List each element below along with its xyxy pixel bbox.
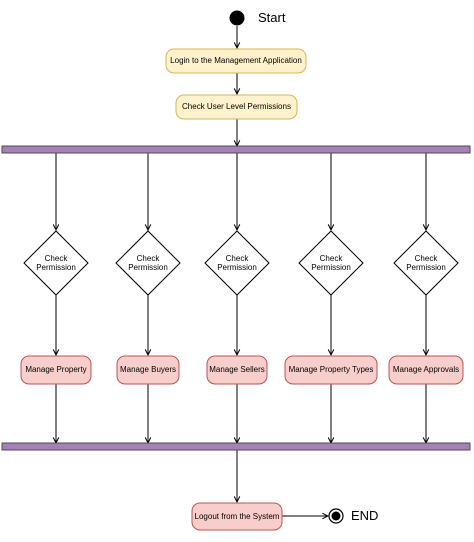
nodes <box>1 10 471 531</box>
decision-node-2 <box>115 230 181 296</box>
decision-node-5 <box>393 230 459 296</box>
decision-node-3 <box>204 230 270 296</box>
join-bar <box>1 442 471 451</box>
start-node <box>229 10 245 26</box>
check-user-node <box>175 94 298 120</box>
action-node-4 <box>284 355 378 385</box>
action-node-5 <box>388 355 464 385</box>
login-node <box>165 48 307 74</box>
decision-node-4 <box>298 230 364 296</box>
action-node-2 <box>116 355 180 385</box>
edges <box>56 26 426 516</box>
fork-bar <box>1 145 471 154</box>
decision-node-1 <box>23 230 89 296</box>
action-node-3 <box>206 355 268 385</box>
action-node-1 <box>20 355 92 385</box>
end-node-dot <box>331 511 341 521</box>
logout-node <box>191 502 283 531</box>
